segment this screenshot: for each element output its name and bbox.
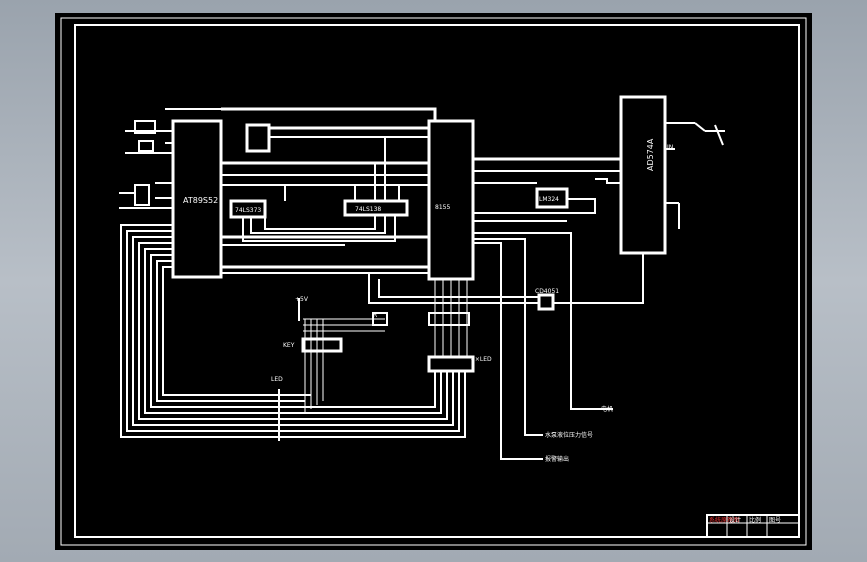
keys-label: KEY <box>283 342 295 349</box>
seg-label: 4×LED <box>471 356 492 363</box>
switch-label: CD4051 <box>535 288 559 295</box>
left-u-bus: . <box>120 224 466 441</box>
inner-frame <box>74 24 800 538</box>
tb-c1: 设计 <box>729 516 741 524</box>
tb-c3: 图号 <box>769 517 781 524</box>
reset-circuit <box>119 120 173 209</box>
switch-chip: CD4051 <box>368 253 644 311</box>
top-chip <box>245 123 271 153</box>
out-pressure: 水泵液位压力信号 <box>545 431 593 439</box>
out-alarm: 报警输出 <box>545 455 569 463</box>
drawing-viewport[interactable]: AT89S52 8155 74LS373 74LS138 AD574A LM <box>55 13 812 550</box>
gate1-chip: 74LS373 <box>229 199 267 219</box>
gate1-label: 74LS373 <box>235 207 261 214</box>
adc-input-network: IN <box>665 122 725 229</box>
out-motor: 电机 <box>601 405 613 413</box>
title-block: 系统原理图 设计 比例 图号 <box>706 514 800 538</box>
bus-lines <box>165 107 621 274</box>
bus-tag: . <box>271 376 273 383</box>
vcc-label: +5V <box>295 296 309 303</box>
tb-name: 系统原理图 <box>709 516 739 524</box>
r-label: R <box>373 312 377 319</box>
output-lines: 电机 水泵液位压力信号 报警输出 <box>473 232 613 463</box>
mcu-chip: AT89S52 <box>155 119 223 279</box>
latch-chip: 8155 <box>427 119 475 281</box>
gate2-label: 74LS138 <box>355 206 381 213</box>
adc-vin: IN <box>667 144 673 151</box>
keypad-area: +5V KEY R LED 4×LED <box>271 279 492 413</box>
disp-label: LED <box>271 376 283 383</box>
adc-label: AD574A <box>646 138 655 171</box>
tb-c2: 比例 <box>749 516 761 524</box>
amp-chip: LM324 <box>535 187 569 209</box>
outer-frame <box>60 17 807 546</box>
adc-chip: AD574A <box>619 95 667 255</box>
mcu-label: AT89S52 <box>183 196 218 205</box>
latch-label: 8155 <box>435 204 450 211</box>
amp-label: LM324 <box>539 196 559 203</box>
gate2-chip: 74LS138 <box>343 199 409 217</box>
schematic-canvas: AT89S52 8155 74LS373 74LS138 AD574A LM <box>60 17 807 546</box>
